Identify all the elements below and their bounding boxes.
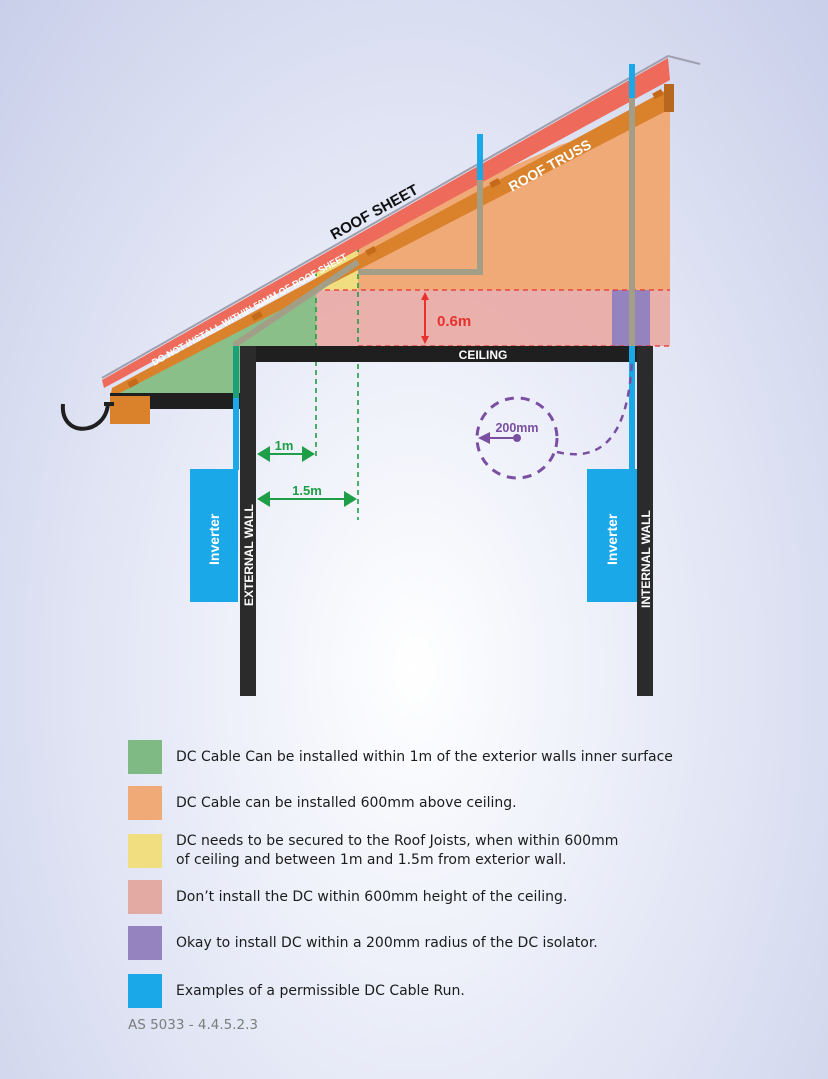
isolator-radius-circle <box>475 396 559 480</box>
inverter-right-label: Inverter <box>604 513 620 565</box>
legend-swatch-yellow <box>128 834 162 868</box>
inverter-right <box>587 469 637 602</box>
fascia-board <box>110 396 150 424</box>
cable-grey-mid <box>358 178 483 275</box>
roof-sheet <box>102 58 670 388</box>
roof-truss <box>110 88 672 398</box>
dist-1m-label: 1m <box>275 438 294 453</box>
legend-swatch-pink <box>128 880 162 914</box>
pink-zone <box>358 290 670 346</box>
legend-text-orange: DC Cable can be installed 600mm above ce… <box>176 794 517 811</box>
isolator-link-dashed <box>556 359 634 456</box>
arrow-1m <box>257 446 315 462</box>
roof-diagram: ROOF SHEET ROOF TRUSS DO NOT INSTALL WIT… <box>60 55 701 696</box>
standard-reference: AS 5033 - 4.4.5.2.3 <box>128 1017 259 1033</box>
gutter-icon <box>60 403 110 431</box>
external-wall-label: EXTERNAL WALL <box>242 504 256 606</box>
legend-item-orange: DC Cable can be installed 600mm above ce… <box>128 786 517 820</box>
internal-wall-label: INTERNAL WALL <box>639 510 653 608</box>
legend-swatch-purple <box>128 926 162 960</box>
ridge-cap <box>667 55 701 65</box>
roof-ridge-line <box>101 55 669 379</box>
external-wall <box>240 346 256 696</box>
radius-label: 200mm <box>495 421 538 435</box>
isolator-center-dot <box>513 434 521 442</box>
legend-item-purple: Okay to install DC within a 200mm radius… <box>128 926 598 960</box>
legend-text-yellow: DC needs to be secured to the Roof Joist… <box>176 833 619 868</box>
legend-text-green: DC Cable Can be installed within 1m of t… <box>176 748 673 765</box>
legend-item-pink: Don’t install the DC within 600mm height… <box>128 880 567 914</box>
ceiling-label: CEILING <box>459 348 508 362</box>
truss-end-block <box>664 84 674 112</box>
internal-wall <box>637 346 653 696</box>
arrow-15m <box>257 491 357 507</box>
legend-item-green: DC Cable Can be installed within 1m of t… <box>128 740 673 774</box>
radius-arrow-icon <box>478 432 490 444</box>
inverter-left <box>190 469 238 602</box>
ceiling-beam <box>240 346 652 362</box>
height-label: 0.6m <box>437 313 471 330</box>
legend-item-yellow: DC needs to be secured to the Roof Joist… <box>128 832 618 870</box>
dist-15m-label: 1.5m <box>292 483 322 498</box>
legend-swatch-green <box>128 740 162 774</box>
legend-text-purple: Okay to install DC within a 200mm radius… <box>176 934 598 951</box>
legend-swatch-orange <box>128 786 162 820</box>
inverter-left-label: Inverter <box>206 513 222 565</box>
orange-zone <box>358 110 670 290</box>
legend-item-blue: Examples of a permissible DC Cable Run. <box>128 974 465 1008</box>
legend-swatch-blue <box>128 974 162 1008</box>
pink-zone-left <box>316 290 358 346</box>
legend-text-blue: Examples of a permissible DC Cable Run. <box>176 982 465 999</box>
legend-text-pink: Don’t install the DC within 600mm height… <box>176 888 568 905</box>
